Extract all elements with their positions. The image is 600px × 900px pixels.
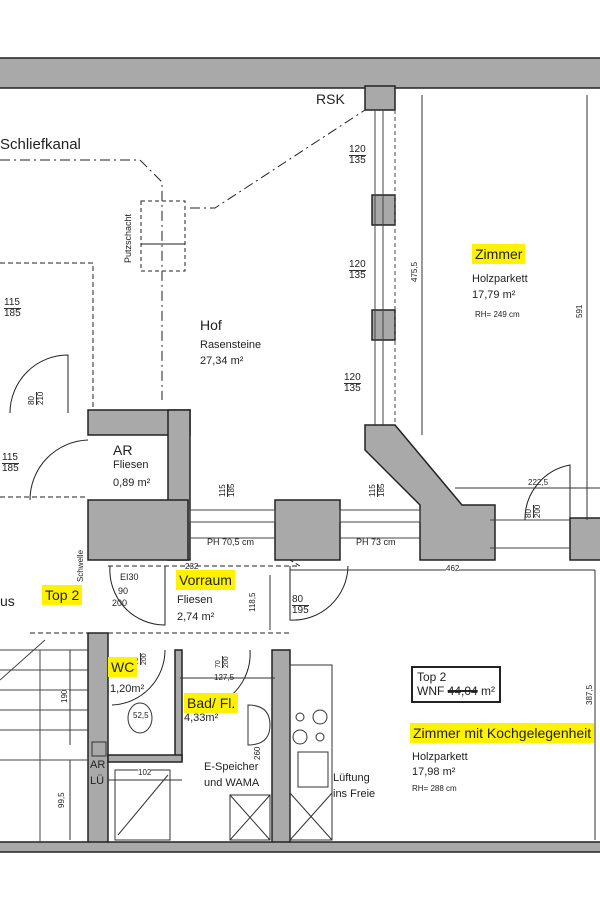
dim-260: 260	[253, 746, 262, 760]
toilet-icon	[127, 702, 153, 734]
wnf-unit: m²	[481, 684, 496, 699]
bottom-wall	[0, 841, 600, 853]
hall-name: Vorraum	[176, 570, 235, 590]
dashed-lines	[0, 109, 366, 400]
stairs	[0, 639, 88, 842]
diagonal-wall	[364, 424, 496, 561]
dashed-outline	[0, 262, 302, 634]
storage-area: 0,89 m²	[113, 477, 151, 489]
bath-note-1: E-Speicher	[204, 761, 259, 773]
parapet-1: PH 70,5 cm	[207, 537, 255, 547]
dim-102: 102	[138, 768, 152, 777]
dim-190: 190	[60, 689, 69, 703]
fire-door-height: 200	[112, 598, 128, 608]
storage-floor: Fliesen	[113, 459, 149, 471]
right-wall-stub	[569, 517, 600, 561]
fire-door-width: 90	[118, 586, 129, 596]
window-frames	[189, 110, 570, 549]
partial-label: us	[0, 593, 15, 609]
dim-591: 591	[575, 304, 584, 318]
ar-bottom-wall	[87, 499, 189, 561]
top-wall	[0, 57, 600, 89]
channel-label: Schliefkanal	[0, 136, 81, 153]
yard-floor: Rasensteine	[200, 339, 262, 351]
bath-note-2: und WAMA	[204, 777, 260, 789]
bath-right-wall	[271, 649, 291, 846]
kitchen-sink-icon	[297, 751, 329, 788]
wc-area: 1,20m²	[110, 683, 145, 695]
unit-tag: Top 2	[42, 585, 83, 605]
left-inner-wall	[87, 632, 109, 846]
threshold-label: Schwelle	[76, 549, 85, 582]
room-area: 17,79 m²	[472, 289, 516, 301]
dim-232: 232	[185, 562, 199, 571]
arlu-shaft	[91, 741, 107, 757]
wc-bottom-wall	[107, 754, 183, 763]
unit-area-box: Top 2 WNF 44,04 m²	[411, 666, 502, 703]
dimension-lines	[69, 95, 600, 840]
yard-area: 27,34 m²	[200, 355, 244, 367]
bath-area: 4,33m²	[184, 712, 219, 724]
shaft-label: Putzschacht	[123, 213, 133, 263]
boiler-icon	[229, 794, 271, 841]
yard-name: Hof	[200, 317, 222, 333]
dim-462: 462	[446, 564, 460, 573]
wc-bath-wall	[174, 649, 183, 761]
arlu-label-2: LÜ	[90, 775, 105, 787]
vent-label-1: Lüftung	[333, 772, 370, 784]
rsk-label: RSK	[316, 91, 345, 107]
living-name: Zimmer mit Kochgelegenheit	[410, 723, 595, 743]
dim-118: 118,5	[248, 592, 257, 612]
storage-name: AR	[113, 442, 133, 458]
wc-name: WC	[108, 657, 138, 677]
parapet-2: PH 73 cm	[356, 537, 396, 547]
arlu-label-1: AR	[90, 759, 106, 771]
unit-box-wnf: WNF 44,04 m²	[417, 684, 495, 698]
hall-floor: Fliesen	[177, 594, 213, 606]
fire-door-rating: EI30	[120, 572, 139, 582]
sink-icon	[247, 704, 271, 746]
dim-127: 127,5	[214, 673, 235, 682]
room-height: RH= 249 cm	[475, 310, 520, 319]
putzschacht-box	[140, 200, 186, 272]
vent-label-2: ins Freie	[333, 788, 376, 800]
room-name: Zimmer	[472, 244, 526, 264]
dim-475: 475,5	[410, 261, 419, 282]
mid-wall	[274, 499, 341, 561]
dim-387: 387,5	[585, 684, 594, 705]
living-height: RH= 288 cm	[412, 784, 457, 793]
bath-name: Bad/ Fl.	[184, 693, 239, 713]
dim-52: 52,5	[133, 711, 149, 720]
living-area: 17,98 m²	[412, 766, 456, 778]
unit-box-label: Top 2	[417, 670, 447, 684]
kitchen-counter	[289, 664, 333, 841]
dim-99: 99,5	[57, 792, 66, 808]
hall-area: 2,74 m²	[177, 611, 215, 623]
wnf-label: WNF	[417, 684, 445, 699]
living-floor: Holzparkett	[412, 751, 468, 763]
dim-222: 222,5	[528, 478, 549, 487]
wnf-value: 44,04	[447, 684, 478, 699]
room-floor: Holzparkett	[472, 273, 528, 285]
rsk-pillar	[364, 85, 396, 111]
